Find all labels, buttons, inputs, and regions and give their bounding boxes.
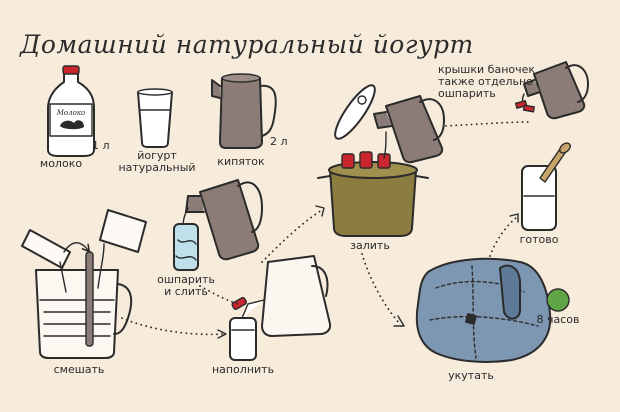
cow-icon [60,120,84,130]
scald-jar-icon [173,223,199,271]
milk-bottle-icon: Молоко [47,65,95,157]
arrow-fill-to-pot [315,205,325,217]
label-yogurt: йогурт натуральный [118,149,196,174]
yogurt-glass-icon [137,88,173,148]
pour-kettle-icon [373,95,445,164]
label-time: 8 часов [536,313,580,326]
scald-kettle-icon [182,179,263,261]
label-wrap: укутать [448,369,494,382]
flow-fill-to-pot [261,209,323,263]
arrow-pot-to-wrap [393,315,405,327]
label-lids-note: крышки баночек также отдельно ошпарить [438,63,536,100]
label-pour: залить [350,239,390,252]
fill-pitcher-icon [241,255,332,337]
timer-icon [546,288,570,312]
mixing-pitcher-icon [21,209,147,359]
label-scald: ошпарить и слить [157,273,215,298]
flow-wrap-to-ready [489,217,517,257]
label-fill: наполнить [211,363,275,376]
flow-pot-to-wrap [361,253,401,325]
bottle-cap-icon [62,65,80,75]
label-done: готово [519,233,559,246]
bottle-label: Молоко [56,109,85,117]
flow-lids [445,121,531,127]
ready-jar-icon [521,142,571,231]
kettle-icon [211,73,277,149]
blanket-icon [415,257,552,363]
arrow-wrap-to-ready [509,213,519,223]
label-water-volume: 2 л [270,135,288,148]
label-milk-volume: 1 л [92,139,110,152]
page-title: Домашний натуральный йогурт [20,30,474,59]
label-mix: смешать [53,363,105,376]
fill-jar-icon [229,296,257,361]
label-milk: молоко [39,157,83,170]
pot-icon [317,131,429,237]
jar-lid-icon [231,296,248,310]
flow-mix-to-fill [121,317,225,336]
pot-lid-icon [334,84,376,140]
spoon-icon [85,251,94,347]
label-boiling-water: кипяток [217,155,265,168]
lid-kettle-icon [514,61,589,120]
arrow-mix-to-fill [217,329,227,339]
